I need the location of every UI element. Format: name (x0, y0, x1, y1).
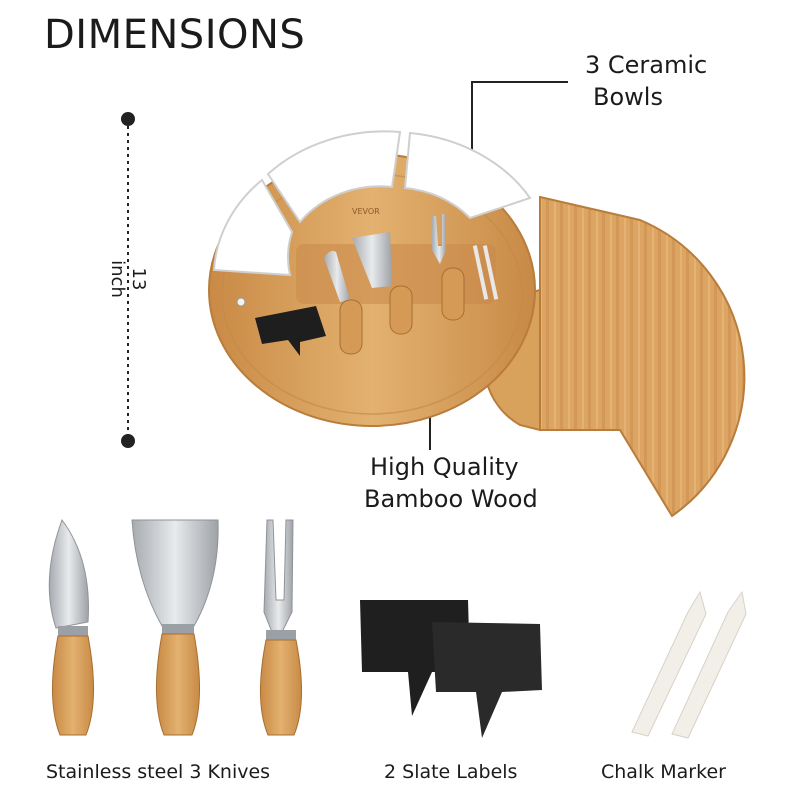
cheese-fork (260, 519, 302, 736)
knives-caption: Stainless steel 3 Knives (46, 761, 271, 783)
bamboo-callout: High Quality Bamboo Wood (364, 451, 538, 515)
cheese-knife-pointed (48, 518, 95, 736)
board-tools (255, 214, 499, 356)
bamboo-callout-line-2: Bamboo Wood (364, 485, 538, 513)
chalk-caption: Chalk Marker (601, 761, 726, 783)
bamboo-callout-line-1: High Quality (370, 453, 519, 481)
slate-labels (360, 600, 542, 738)
cheese-knife-flat (131, 519, 219, 736)
height-measurement: 13 inch (107, 260, 149, 298)
ceramic-bowls (212, 130, 532, 277)
bowls-leader-line (471, 81, 568, 158)
bowls-callout-line-1: 3 Ceramic (585, 51, 708, 79)
board-brand-mark: VEVOR (352, 207, 380, 216)
dimension-line (121, 112, 135, 448)
slates-caption: 2 Slate Labels (384, 761, 518, 783)
chalk-markers (631, 590, 747, 739)
page-title: DIMENSIONS (44, 12, 306, 58)
bowls-callout: 3 Ceramic Bowls (585, 49, 707, 113)
bowls-callout-line-2: Bowls (593, 83, 663, 111)
